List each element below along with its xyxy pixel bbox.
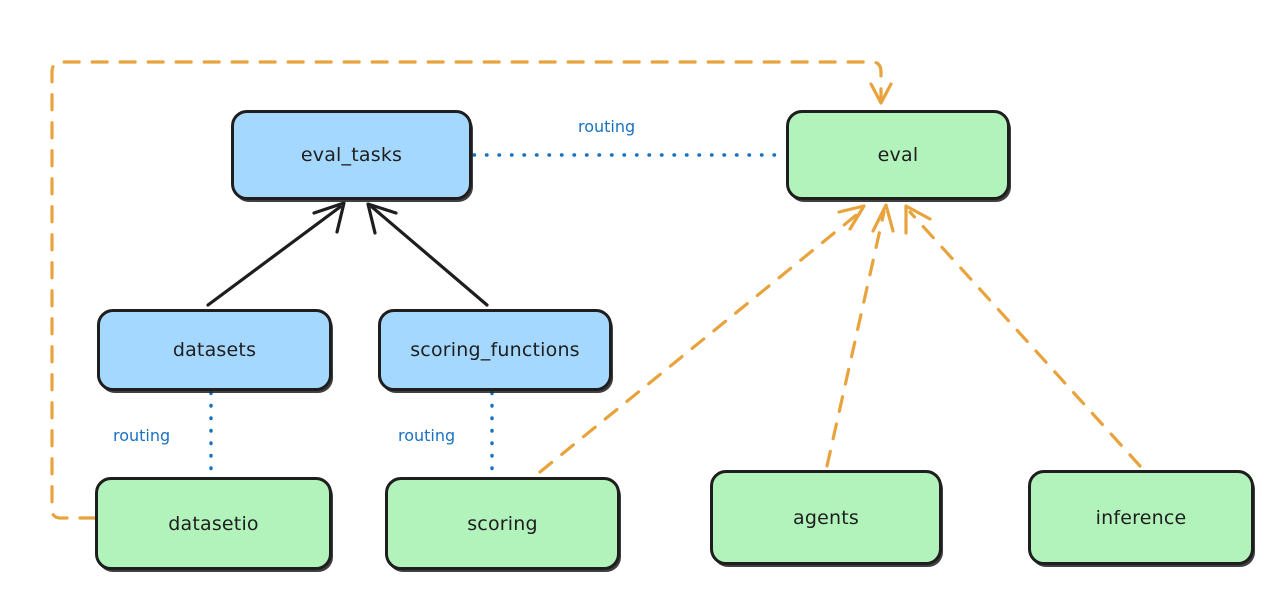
edge-inference-eval	[904, 204, 1142, 468]
node-scoring-label: scoring	[467, 512, 538, 535]
node-scoring-functions[interactable]: scoring_functions	[378, 309, 612, 391]
edge-label-routing-eval-tasks-eval: routing	[578, 117, 636, 136]
node-datasets[interactable]: datasets	[97, 309, 332, 391]
edge-scoring-eval	[538, 204, 866, 474]
edge-scoring_functions-eval_tasks	[366, 202, 489, 307]
node-datasetio[interactable]: datasetio	[95, 477, 332, 570]
node-datasetio-label: datasetio	[168, 512, 259, 535]
edge-datasetio-eval	[50, 60, 893, 520]
node-agents-label: agents	[793, 506, 859, 529]
edge-datasets-eval_tasks	[206, 201, 346, 307]
node-eval[interactable]: eval	[786, 110, 1010, 200]
node-scoring-functions-label: scoring_functions	[410, 339, 580, 361]
node-eval-label: eval	[877, 144, 919, 166]
node-eval-tasks[interactable]: eval_tasks	[231, 110, 472, 200]
node-inference[interactable]: inference	[1028, 470, 1254, 565]
edge-label-routing-scoring-functions-scoring: routing	[398, 426, 456, 445]
node-eval-tasks-label: eval_tasks	[300, 144, 403, 166]
node-datasets-label: datasets	[172, 339, 257, 361]
node-agents[interactable]: agents	[710, 470, 942, 565]
node-inference-label: inference	[1095, 506, 1187, 529]
node-scoring[interactable]: scoring	[385, 477, 620, 570]
edge-label-routing-datasets-datasetio: routing	[113, 426, 171, 445]
edge-agents-eval	[825, 203, 895, 468]
